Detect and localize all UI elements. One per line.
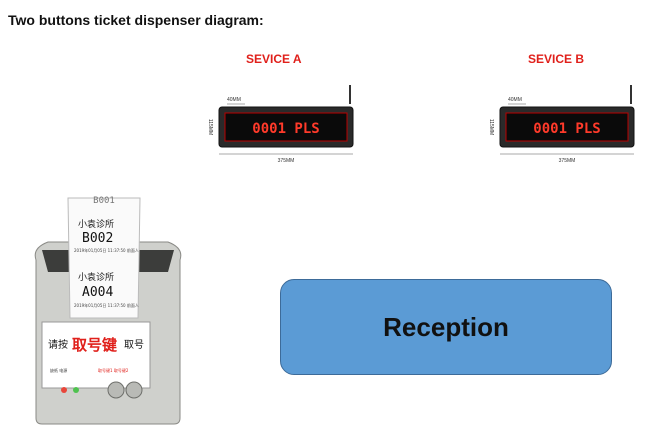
panel-suffix: 取号 [124, 339, 144, 351]
panel-highlight: 取号键 [72, 336, 117, 354]
page-title: Two buttons ticket dispenser diagram: [8, 12, 264, 28]
service-a-label: SEVICE A [246, 52, 302, 66]
ticket-2-number: A004 [82, 285, 113, 300]
indicator-labels: 缺纸 电源 [50, 367, 67, 373]
service-a-display: 0001 PLS 40MM 115MM 375MM [205, 82, 365, 152]
service-b-label: SEVICE B [528, 52, 584, 66]
service-a-dim-side: 115MM [207, 119, 213, 135]
service-b-display: 0001 PLS 40MM 115MM 375MM [486, 82, 646, 152]
service-b-dim-width: 375MM [559, 158, 576, 164]
reception-box: Reception [280, 279, 612, 375]
paper-led-icon [61, 387, 67, 393]
ticket-2-clinic: 小袁诊所 [78, 271, 114, 283]
ticket-1-clinic: 小袁诊所 [78, 218, 114, 230]
power-led-icon [73, 387, 79, 393]
button-labels: 取号键1 取号键2 [98, 367, 129, 373]
ticket-button-a[interactable] [108, 382, 124, 398]
reception-label: Reception [383, 312, 509, 343]
ticket-button-b[interactable] [126, 382, 142, 398]
service-b-dim-height: 40MM [508, 97, 522, 103]
ticket-1-meta: 2019年01月05日 11:37:50 前面人 [74, 247, 139, 253]
panel-prefix: 请按 [48, 338, 68, 351]
service-a-dim-width: 375MM [278, 158, 295, 164]
ticket-1-number: B002 [82, 231, 113, 246]
service-a-dim-height: 40MM [227, 97, 241, 103]
ticket-partial-number: B001 [93, 196, 115, 206]
service-b-dim-side: 115MM [488, 119, 494, 135]
service-a-screen-text: 0001 PLS [252, 121, 319, 137]
service-b-screen-text: 0001 PLS [533, 121, 600, 137]
ticket-2-meta: 2019年01月05日 11:37:50 前面人 [74, 302, 139, 308]
ticket-printer: B001 小袁诊所 B002 2019年01月05日 11:37:50 前面人 … [28, 190, 188, 425]
